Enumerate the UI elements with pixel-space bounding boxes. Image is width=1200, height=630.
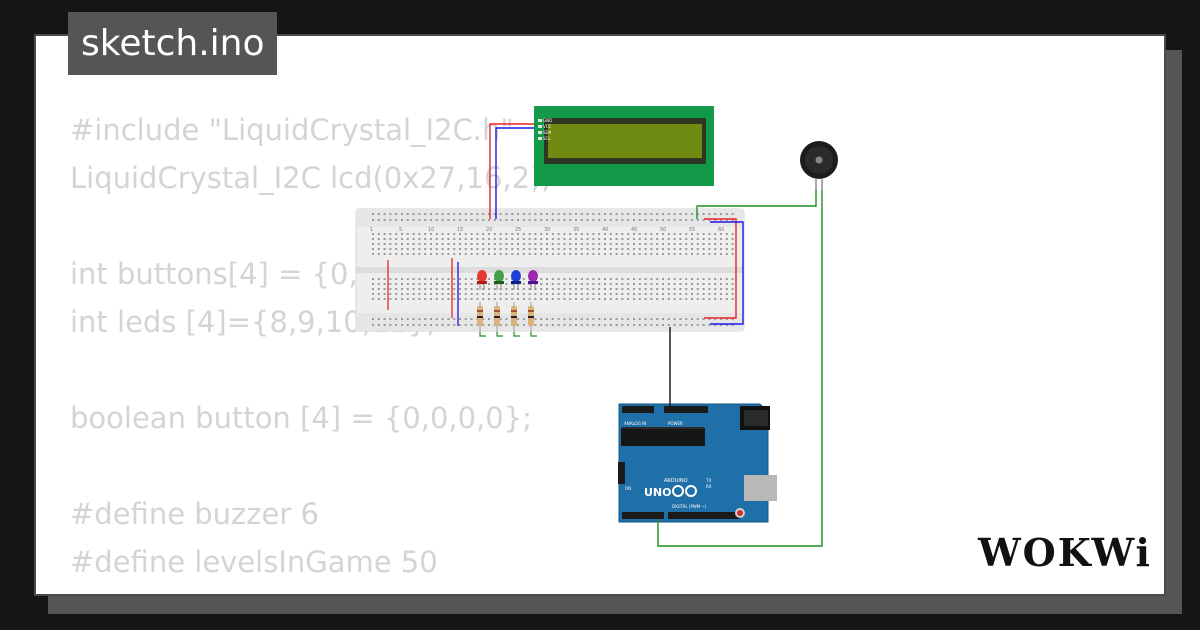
breadboard-column-number: 40 <box>602 227 608 233</box>
breadboard-column-number: 1 <box>370 227 373 233</box>
breadboard-column-number: 55 <box>689 227 695 233</box>
led-purple-icon <box>528 270 538 290</box>
code-line: #define buzzer 6 <box>70 497 319 531</box>
breadboard-column-number: 30 <box>544 227 550 233</box>
resistor-icon <box>477 302 534 332</box>
breadboard-column-number: 25 <box>515 227 521 233</box>
led-blue-icon <box>511 270 521 290</box>
arduino-brand-label: ARDUINO <box>664 478 688 484</box>
breadboard-column-number: 5 <box>399 227 402 233</box>
power-rail-wire-red <box>704 218 737 319</box>
buzzer-wire-green <box>696 190 817 219</box>
wokwi-logo: WOKWi <box>977 530 1152 575</box>
buzzer-icon <box>800 141 838 190</box>
breadboard-column-number: 10 <box>428 227 434 233</box>
breadboard-column-number: 45 <box>631 227 637 233</box>
led-green-icon <box>494 270 504 290</box>
arduino-power-label: POWER <box>668 421 683 426</box>
breadboard-column-number: 15 <box>457 227 463 233</box>
arduino-model-label: UNO <box>644 486 672 499</box>
breadboard-column-number: 35 <box>573 227 579 233</box>
lcd-pin-label: SCL <box>543 136 551 141</box>
arduino-logo-icon <box>672 485 697 497</box>
arduino-tx-label: TX <box>705 478 711 483</box>
lcd-pin-label: SDA <box>543 130 552 135</box>
arduino-digital-label: DIGITAL (PWM ~) <box>672 504 707 509</box>
code-line: #define levelsInGame 50 <box>70 545 438 579</box>
arduino-rx-label: RX <box>706 484 712 489</box>
code-line: boolean button [4] = {0,0,0,0}; <box>70 401 532 435</box>
arduino-analog-label: ANALOG IN <box>624 421 646 426</box>
code-preview: #include "LiquidCrystal_I2C.h" LiquidCrys… <box>70 106 551 586</box>
arduino-on-label: ON <box>625 486 631 491</box>
code-line: LiquidCrystal_I2C lcd(0x27,16,2); <box>70 161 552 195</box>
lcd-pin-label: VCC <box>543 124 552 129</box>
breadboard-column-number: 20 <box>486 227 492 233</box>
lcd-display: GND VCC SDA SCL <box>534 106 714 186</box>
led-red-icon <box>477 270 487 290</box>
breadboard-column-number: 50 <box>660 227 666 233</box>
file-tab[interactable]: sketch.ino <box>68 12 278 75</box>
lcd-vcc-wire <box>489 123 534 219</box>
ground-rail-wire-blue <box>710 221 744 325</box>
lcd-pin-label: GND <box>543 118 552 123</box>
led-ground-wires <box>479 332 537 337</box>
breadboard-column-number: 60 <box>718 227 724 233</box>
buzzer-signal-wire <box>657 190 823 547</box>
wokwi-logo-text: WOKWi <box>977 530 1152 575</box>
code-line: #include "LiquidCrystal_I2C.h" <box>70 113 514 147</box>
lcd-gnd-wire <box>495 127 534 219</box>
connection-wires <box>489 123 823 547</box>
arduino-uno-board: UNO ARDUINO ANALOG IN POWER DIGITAL (PWM… <box>618 403 777 523</box>
led-group <box>477 270 538 337</box>
